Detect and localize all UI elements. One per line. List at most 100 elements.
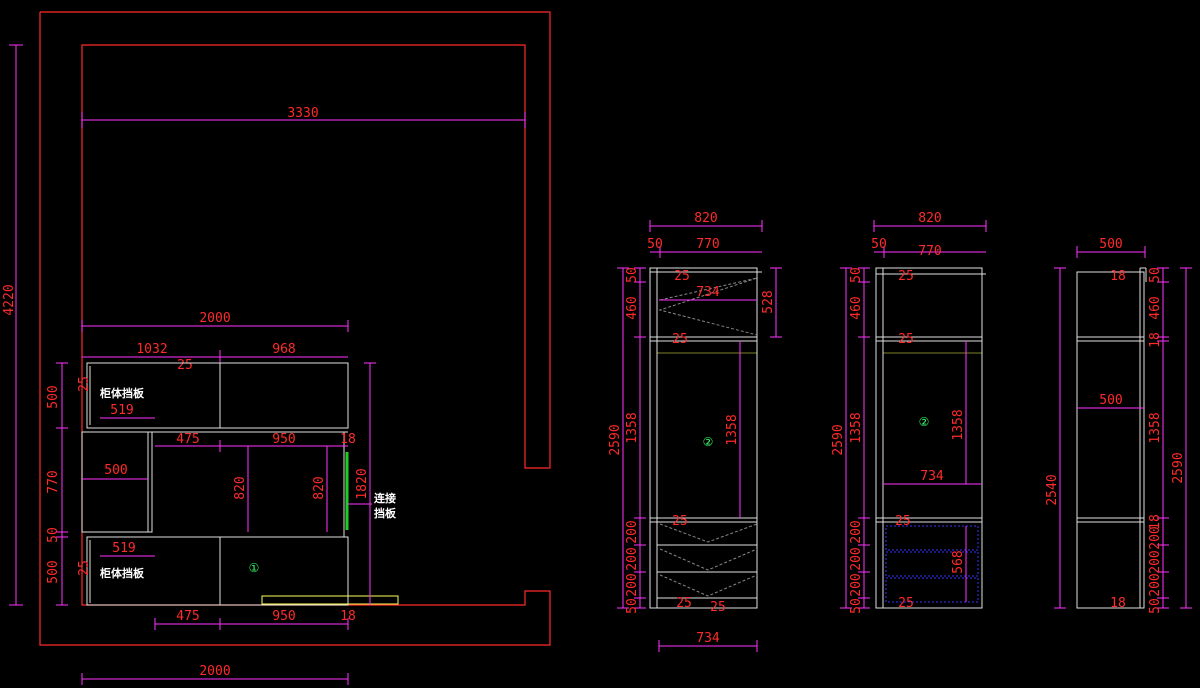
e2-drawer-568: 568 bbox=[951, 550, 966, 573]
e2-h50: 50 bbox=[849, 267, 864, 283]
e1-h200b: 200 bbox=[625, 547, 640, 570]
panel-width-bottom: 519 bbox=[112, 541, 135, 556]
e3-cabinet-body bbox=[1076, 271, 1145, 609]
e1-h460: 460 bbox=[625, 296, 640, 319]
e2-width-820: 820 bbox=[918, 211, 941, 226]
floor-plan: 3330 4220 2000 1032 968 25 bbox=[2, 11, 551, 685]
e1-cabinet-body bbox=[649, 267, 758, 609]
side-thk-bottom: 25 bbox=[77, 560, 92, 576]
lower-depth-label: 500 bbox=[46, 560, 61, 583]
e3-r50: 50 bbox=[1148, 267, 1163, 283]
e2-thk-25b: 25 bbox=[898, 332, 914, 347]
dim-950-bottom: 950 bbox=[272, 609, 295, 624]
e2-inner-1358: 1358 bbox=[951, 409, 966, 440]
e1-thk-25e: 25 bbox=[710, 600, 726, 615]
e1-h200a: 200 bbox=[625, 520, 640, 543]
side-thk-top: 25 bbox=[77, 376, 92, 392]
e2-width-770: 770 bbox=[918, 244, 941, 259]
e1-h1358: 1358 bbox=[625, 412, 640, 443]
e3-height-2540: 2540 bbox=[1045, 474, 1060, 505]
e2-width-50: 50 bbox=[871, 237, 887, 252]
e1-thk-25b: 25 bbox=[672, 332, 688, 347]
dim-18-top: 18 bbox=[340, 432, 356, 447]
e1-inner-734: 734 bbox=[696, 285, 720, 300]
e1-right-528: 528 bbox=[761, 290, 776, 313]
room-wall-outline bbox=[39, 11, 551, 646]
dim-820-a: 820 bbox=[233, 476, 248, 499]
cabinet-width-label: 2000 bbox=[199, 311, 230, 326]
elevation-2: 820 50 770 25 25 25 25 1358 734 56 bbox=[831, 211, 987, 614]
e1-width-820: 820 bbox=[694, 211, 717, 226]
lower-cabinet bbox=[86, 536, 349, 606]
e3-inner-500: 500 bbox=[1099, 393, 1122, 408]
middle-left-box bbox=[81, 431, 153, 533]
dim-1820: 1820 bbox=[355, 468, 370, 499]
e2-marker-2: ② bbox=[919, 415, 930, 429]
e1-inner-1358: 1358 bbox=[725, 414, 740, 445]
e3-width-500: 500 bbox=[1099, 237, 1122, 252]
e1-h200c: 200 bbox=[625, 573, 640, 596]
dim-820-b: 820 bbox=[312, 476, 327, 499]
e3-r200c: 200 bbox=[1148, 573, 1163, 596]
e2-drawer-1 bbox=[885, 525, 979, 551]
panel-note-top: 柜体挡板 bbox=[99, 386, 145, 400]
e2-h200b: 200 bbox=[849, 547, 864, 570]
room-width-label: 3330 bbox=[287, 106, 318, 121]
overall-width-bottom: 2000 bbox=[199, 664, 230, 679]
e2-h1358: 1358 bbox=[849, 412, 864, 443]
right-width-label: 968 bbox=[272, 342, 295, 357]
e2-h460: 460 bbox=[849, 296, 864, 319]
e3-r18: 18 bbox=[1148, 332, 1163, 348]
e3-height-2590: 2590 bbox=[1171, 452, 1186, 483]
panel-note-bottom: 柜体挡板 bbox=[99, 566, 145, 580]
e1-h50: 50 bbox=[625, 267, 640, 283]
e2-thk-25a: 25 bbox=[898, 269, 914, 284]
e2-h200c: 200 bbox=[849, 573, 864, 596]
e2-drawer-2 bbox=[885, 551, 979, 577]
connect-note-2: 挡板 bbox=[374, 506, 397, 520]
top-thickness-label: 25 bbox=[177, 358, 193, 373]
middle-box-width: 500 bbox=[104, 463, 127, 478]
elevation-3: 500 500 18 18 2540 2590 bbox=[1045, 237, 1192, 614]
dim-18-bottom: 18 bbox=[340, 609, 356, 624]
e2-thk-25c: 25 bbox=[895, 514, 911, 529]
e3-thk-18b: 18 bbox=[1110, 596, 1126, 611]
e3-r18b: 18 bbox=[1148, 514, 1163, 530]
e1-bottom-734: 734 bbox=[696, 631, 720, 646]
dim-475-bottom: 475 bbox=[176, 609, 199, 624]
dim-950-top: 950 bbox=[272, 432, 295, 447]
mid-depth-label: 770 bbox=[46, 470, 61, 493]
panel-width-top: 519 bbox=[110, 403, 133, 418]
e1-height-2590: 2590 bbox=[608, 424, 623, 455]
left-width-label: 1032 bbox=[136, 342, 167, 357]
e1-thk-25d: 25 bbox=[676, 596, 692, 611]
e1-thk-25c: 25 bbox=[672, 514, 688, 529]
e2-drawer-3 bbox=[885, 577, 979, 603]
e1-width-50: 50 bbox=[647, 237, 663, 252]
e2-inner-734: 734 bbox=[920, 469, 944, 484]
e3-r50b: 50 bbox=[1148, 598, 1163, 614]
e1-h50b: 50 bbox=[625, 598, 640, 614]
e2-thk-25d: 25 bbox=[898, 596, 914, 611]
connect-note-1: 连接 bbox=[374, 491, 396, 505]
e3-r200b: 200 bbox=[1148, 550, 1163, 573]
elevation-1: 820 50 770 734 25 25 25 25 25 1358 bbox=[608, 211, 782, 652]
e3-r1358: 1358 bbox=[1148, 412, 1163, 443]
dim-475-top: 475 bbox=[176, 432, 199, 447]
e2-cabinet-body bbox=[875, 267, 983, 609]
upper-depth-label: 500 bbox=[46, 385, 61, 408]
e3-r200a: 200 bbox=[1148, 526, 1163, 549]
e1-marker-2: ② bbox=[703, 435, 714, 449]
room-depth-label: 4220 bbox=[2, 284, 17, 315]
e3-thk-18a: 18 bbox=[1110, 269, 1126, 284]
floor-plinth bbox=[261, 595, 399, 605]
e3-r460: 460 bbox=[1148, 296, 1163, 319]
gap-label: 50 bbox=[46, 527, 61, 543]
e1-width-770: 770 bbox=[696, 237, 719, 252]
e1-thk-25a: 25 bbox=[674, 269, 690, 284]
e2-height-2590: 2590 bbox=[831, 424, 846, 455]
plan-marker-1: ① bbox=[249, 561, 260, 575]
e2-h200a: 200 bbox=[849, 520, 864, 543]
